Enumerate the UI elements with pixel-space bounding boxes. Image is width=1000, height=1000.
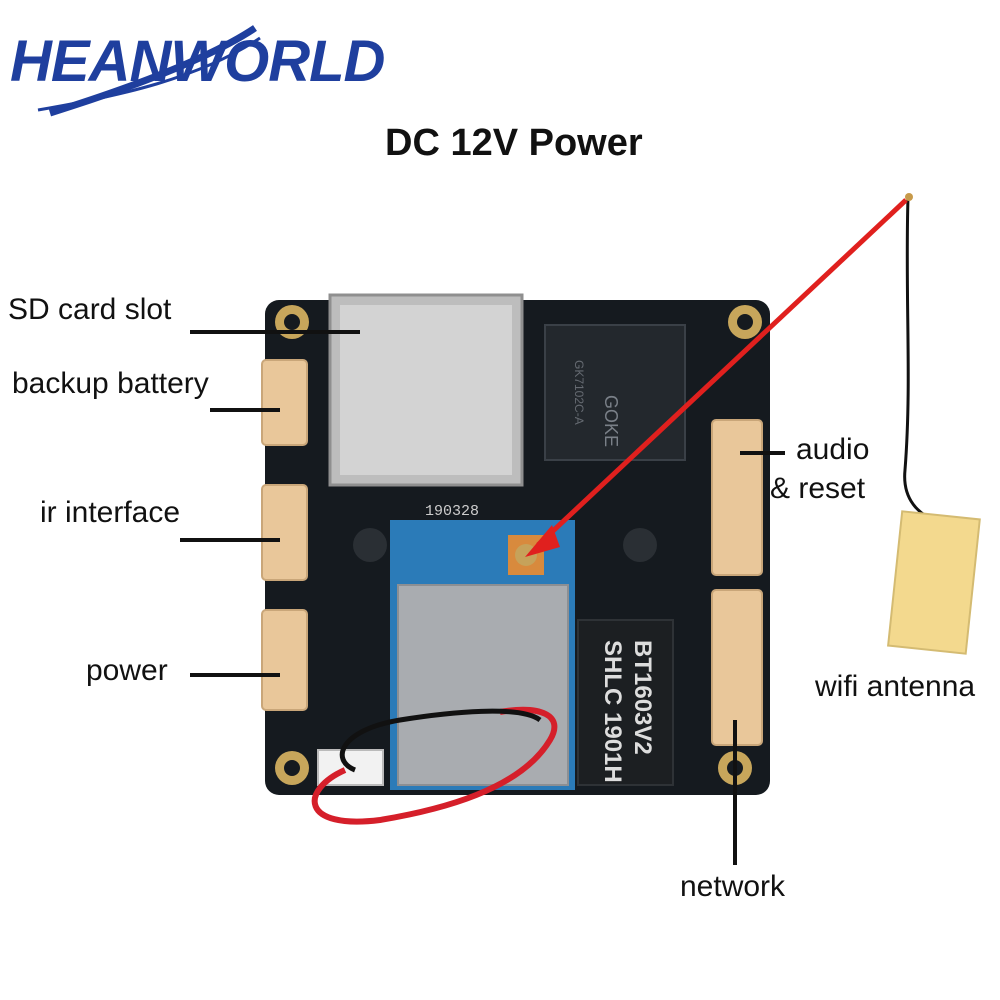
label-reset: & reset <box>770 472 866 505</box>
black-wire <box>339 708 542 773</box>
logo-wordmark: HEANWORLD <box>10 29 385 94</box>
label-audio: audio <box>796 433 870 466</box>
brand-logo: HEANWORLD <box>10 18 400 118</box>
screw-right <box>623 528 657 562</box>
board-code-text: 190328 <box>425 503 479 520</box>
transformer-text-2: BT1603V2 <box>629 640 656 755</box>
label-sd-card-slot: SD card slot <box>8 293 172 326</box>
soc-chip <box>544 324 686 461</box>
label-power: power <box>86 654 168 687</box>
soc-brand-text: GOKE <box>601 395 621 447</box>
screw-left <box>353 528 387 562</box>
page-title: DC 12V Power <box>385 122 643 164</box>
soc-model-text: GK7102C-A <box>572 360 586 425</box>
antenna-cable <box>903 196 936 522</box>
transformer <box>577 619 674 786</box>
label-ir-interface: ir interface <box>40 496 181 529</box>
label-backup-battery: backup battery <box>12 367 209 400</box>
transformer-text-1: SHLC 1901H <box>599 640 626 783</box>
right-connectors <box>711 419 763 746</box>
label-network: network <box>680 870 786 903</box>
logo-swoosh-icon <box>37 25 261 117</box>
antenna-patch <box>887 510 981 655</box>
red-wire <box>311 706 558 825</box>
label-wifi-antenna: wifi antenna <box>815 670 976 703</box>
antenna-arrow <box>536 198 908 547</box>
leader-lines <box>180 330 785 865</box>
left-connectors <box>261 359 308 711</box>
